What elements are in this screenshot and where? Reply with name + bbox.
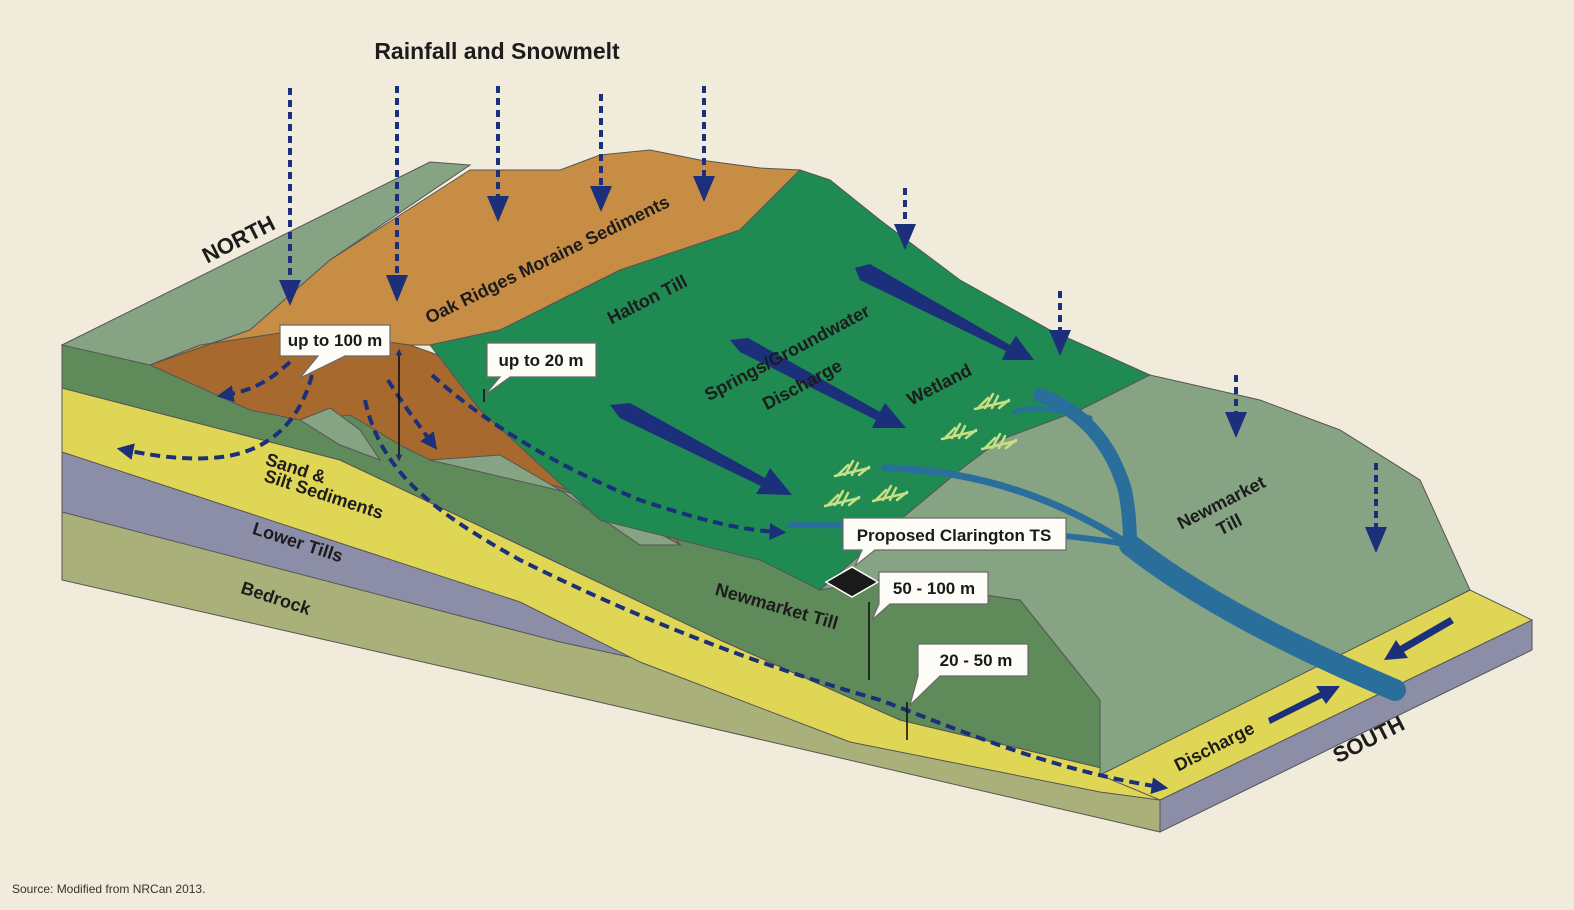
callout-20-50: 20 - 50 m	[908, 643, 1029, 707]
callout-up-to-100-text: up to 100 m	[288, 331, 382, 350]
callout-50-100-text: 50 - 100 m	[893, 579, 975, 598]
river-system	[787, 388, 1406, 701]
callout-50-100: 50 - 100 m	[871, 571, 989, 621]
discharge-arrow	[1384, 617, 1454, 660]
top-surface	[60, 149, 1471, 776]
callout-up-to-100: up to 100 m	[279, 324, 391, 379]
diagram-title: Rainfall and Snowmelt	[374, 38, 620, 64]
flow-arrow	[610, 403, 792, 495]
site-marker-icon	[824, 566, 880, 598]
river-main	[1119, 534, 1406, 701]
callout-20-50-text: 20 - 50 m	[940, 651, 1013, 670]
source-note: Source: Modified from NRCan 2013.	[12, 882, 206, 896]
river-trunk	[1033, 388, 1137, 552]
river-branch-1	[881, 464, 1134, 549]
callout-up-to-20: up to 20 m	[484, 342, 597, 396]
flow-arrow	[855, 264, 1034, 360]
site-label: Proposed Clarington TS	[857, 526, 1052, 545]
surface-flow-arrows	[610, 264, 1454, 724]
rainfall-arrows	[279, 86, 1387, 553]
callout-up-to-20-text: up to 20 m	[498, 351, 583, 370]
flow-arrow	[730, 338, 906, 428]
discharge-arrow	[1268, 686, 1340, 724]
callout-site: Proposed Clarington TS	[842, 517, 1067, 567]
groundwater-flow-arrows	[116, 360, 1169, 795]
halton-surface	[429, 169, 1152, 591]
newmarket-surface	[818, 374, 1471, 776]
greenwedge-section	[298, 407, 382, 462]
dimension-lines	[395, 348, 908, 740]
cross-section	[61, 329, 1161, 833]
wetland-marsh-symbols	[823, 392, 1018, 508]
river-branch-3	[1012, 406, 1093, 421]
